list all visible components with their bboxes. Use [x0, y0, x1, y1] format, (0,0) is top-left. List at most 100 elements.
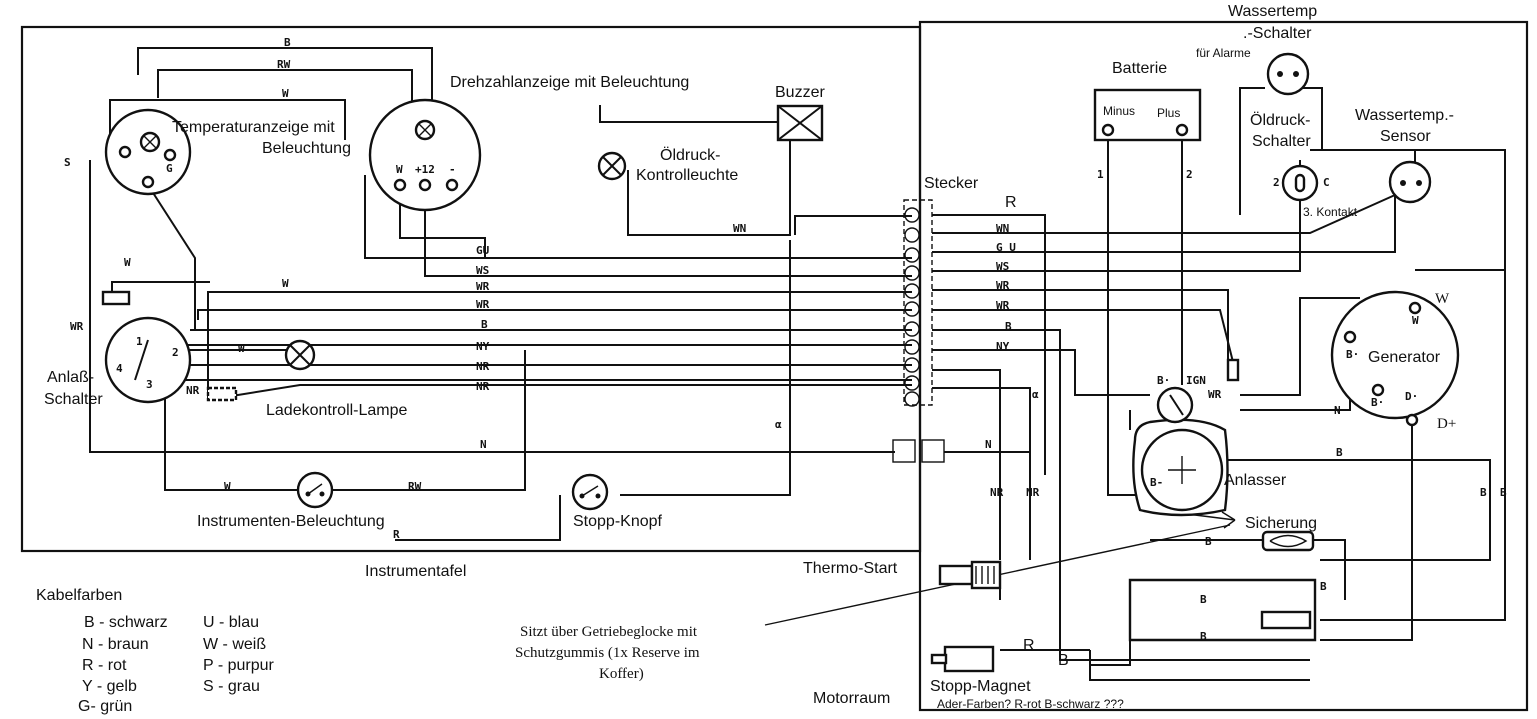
label-water-temp-switch-2: .-Schalter — [1243, 25, 1312, 42]
svg-text:RW: RW — [277, 58, 291, 71]
label-charge-lamp: Ladekontroll-Lampe — [266, 402, 408, 419]
engine-room-frame — [918, 20, 1529, 712]
svg-text:U - blau: U - blau — [203, 614, 259, 631]
thermo-start-icon — [938, 560, 1002, 590]
label-battery-plus: Plus — [1157, 106, 1180, 120]
label-r-magnet: R — [1023, 637, 1035, 654]
ignition-switch — [104, 316, 192, 404]
svg-text:W - weiß: W - weiß — [203, 636, 266, 653]
svg-text:C: C — [1323, 176, 1330, 189]
svg-text:WN: WN — [996, 222, 1009, 235]
label-stop-magnet: Stopp-Magnet — [930, 678, 1031, 695]
svg-text:S: S — [64, 156, 71, 169]
battery-icon — [1093, 88, 1202, 142]
label-stecker: Stecker — [924, 175, 979, 192]
svg-text:G U: G U — [996, 241, 1016, 254]
label-oil-switch-2: Schalter — [1252, 133, 1311, 150]
label-generator-w: W — [1435, 291, 1450, 307]
svg-text:4: 4 — [116, 362, 123, 375]
svg-text:N: N — [985, 438, 992, 451]
svg-text:N: N — [1334, 404, 1341, 417]
svg-text:B-: B- — [1150, 476, 1163, 489]
oil-pressure-lamp-icon — [597, 151, 627, 181]
svg-text:R: R — [393, 528, 400, 541]
note-line-1: Sitzt über Getriebeglocke mit — [520, 624, 698, 640]
svg-text:G- grün: G- grün — [78, 698, 132, 715]
svg-text:GU: GU — [476, 244, 490, 257]
label-ignition-2: Schalter — [44, 391, 103, 408]
svg-text:B·: B· — [1371, 396, 1384, 409]
svg-text:NY: NY — [476, 340, 490, 353]
legend-title: Kabelfarben — [36, 587, 122, 604]
svg-text:NR: NR — [476, 360, 490, 373]
svg-text:2: 2 — [1186, 168, 1193, 181]
svg-text:N - braun: N - braun — [82, 636, 149, 653]
svg-text:WS: WS — [996, 260, 1009, 273]
svg-text:B - schwarz: B - schwarz — [84, 614, 168, 631]
fuse-icon — [1261, 530, 1315, 552]
label-battery-minus: Minus — [1103, 104, 1135, 118]
label-temp-gauge-2: Beleuchtung — [262, 140, 351, 157]
oil-pressure-switch-icon — [1281, 164, 1319, 202]
svg-text:B: B — [1200, 593, 1207, 606]
svg-text:Y - gelb: Y - gelb — [82, 678, 137, 695]
note-line-2: Schutzgummis (1x Reserve im — [515, 645, 700, 661]
svg-text:P - purpur: P - purpur — [203, 657, 275, 674]
svg-text:B: B — [1480, 486, 1487, 499]
label-stop-button: Stopp-Knopf — [573, 513, 663, 530]
svg-text:WR: WR — [1208, 388, 1222, 401]
svg-text:N: N — [480, 438, 487, 451]
label-generator: Generator — [1368, 349, 1441, 366]
svg-text:R - rot: R - rot — [82, 657, 127, 674]
label-oil-lamp-2: Kontrolleuchte — [636, 167, 738, 184]
svg-text:B: B — [1336, 446, 1343, 459]
buzzer-icon — [776, 104, 824, 142]
water-temp-switch-icon — [1266, 52, 1310, 96]
label-contact-3: 3. Kontakt — [1303, 205, 1358, 219]
svg-text:NY: NY — [996, 340, 1010, 353]
label-engine-room: Motorraum — [813, 690, 890, 707]
svg-text:-: - — [449, 163, 456, 176]
label-thermo-start: Thermo-Start — [803, 560, 898, 577]
fuse-left — [101, 290, 131, 306]
svg-text:B: B — [481, 318, 488, 331]
label-wire-colors-question: Ader-Farben? R-rot B-schwarz ??? — [937, 697, 1124, 711]
note-line-3: Koffer) — [599, 666, 644, 682]
svg-text:W: W — [124, 256, 131, 269]
starter-icon — [1132, 358, 1240, 517]
label-water-sensor-2: Sensor — [1380, 128, 1431, 145]
harness-wires — [89, 47, 912, 541]
label-oil-switch-1: Öldruck- — [1250, 111, 1310, 129]
svg-text:3: 3 — [146, 378, 153, 391]
label-generator-dplus: D+ — [1437, 416, 1456, 432]
svg-text:1: 1 — [136, 335, 143, 348]
engine-wires — [932, 87, 1506, 681]
label-ignition-1: Anlaß- — [47, 369, 94, 386]
relay-icon — [1128, 578, 1317, 642]
label-rpm-gauge: Drehzahlanzeige mit Beleuchtung — [450, 74, 689, 91]
label-instrument-lighting: Instrumenten-Beleuchtung — [197, 513, 385, 530]
label-for-alarms: für Alarme — [1196, 46, 1251, 60]
label-oil-lamp-1: Öldruck- — [660, 146, 720, 164]
svg-text:NR: NR — [476, 380, 490, 393]
svg-text:W: W — [1412, 314, 1419, 327]
svg-text:2: 2 — [1273, 176, 1280, 189]
svg-text:WR: WR — [996, 279, 1010, 292]
svg-text:W: W — [282, 277, 289, 290]
svg-text:NR: NR — [186, 384, 200, 397]
svg-text:WR: WR — [996, 299, 1010, 312]
cable-color-legend: Kabelfarben B - schwarz N - braun R - ro… — [36, 587, 275, 715]
rpm-gauge — [368, 98, 482, 212]
svg-text:W: W — [224, 480, 231, 493]
generator-icon — [1330, 290, 1460, 427]
svg-text:α: α — [1032, 388, 1039, 401]
svg-text:α: α — [775, 418, 782, 431]
svg-text:W: W — [282, 87, 289, 100]
svg-text:1: 1 — [1097, 168, 1104, 181]
svg-text:G: G — [166, 162, 173, 175]
stop-button-icon — [571, 473, 609, 511]
svg-text:S - grau: S - grau — [203, 678, 260, 695]
svg-text:NR: NR — [990, 486, 1004, 499]
label-starter: Anlasser — [1224, 472, 1287, 489]
svg-text:B: B — [1200, 630, 1207, 643]
